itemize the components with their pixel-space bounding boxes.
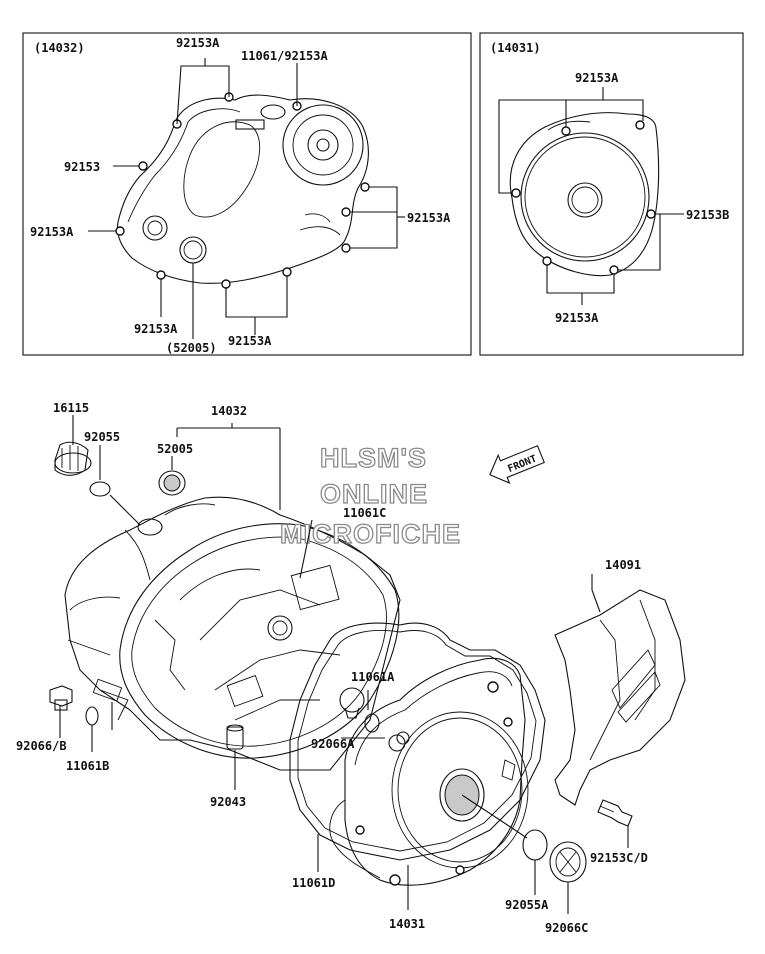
inset-14032-label-11061-92153a: 11061/92153A [241, 49, 328, 63]
drain-plug-92066b [49, 685, 73, 711]
label-92153cd: 92153C/D [590, 851, 648, 865]
watermark-line1: HLSM'S [320, 443, 427, 473]
clutch-cover-14031 [329, 657, 529, 886]
inset-14032-label-bottom-92153a: 92153A [134, 322, 178, 336]
inset-14032-label-right-92153a: 92153A [407, 211, 451, 225]
chain-cover-14091 [554, 589, 686, 806]
dowel-pin-92043 [226, 726, 244, 750]
front-arrow: FRONT [489, 445, 545, 485]
label-92066c: 92066C [545, 921, 588, 935]
label-92055: 92055 [84, 430, 120, 444]
label-11061d: 11061D [292, 876, 335, 890]
inset-14032-label-bottom-right-92153a: 92153A [228, 334, 272, 348]
inset-14031-leaders [498, 87, 684, 305]
watermark: HLSM'S ONLINE MICROFICHE [279, 442, 460, 549]
label-14031: 14031 [389, 917, 425, 931]
o-ring-11061b [85, 706, 99, 726]
label-52005: 52005 [157, 442, 193, 456]
inset-14031-label-top-92153a: 92153A [575, 71, 619, 85]
inset-14031-bolt-holes [511, 120, 656, 275]
inset-14032-leaders [88, 58, 405, 339]
inset-14032-bolt-holes [115, 92, 370, 289]
oil-filler-cap-16115 [54, 441, 92, 476]
inset-14032-title: (14032) [34, 41, 85, 55]
gasket-11061d [289, 622, 546, 861]
crankcase-body [64, 496, 401, 771]
label-11061c: 11061C [343, 506, 386, 520]
part-labels: 16115 92055 14032 52005 11061C 14091 110… [16, 401, 648, 935]
watermark-line2: ONLINE [320, 479, 428, 509]
inset-14031-frame [479, 32, 744, 356]
inset-14032-label-left-92153a: 92153A [30, 225, 74, 239]
cap-52005 [158, 470, 186, 496]
label-14091: 14091 [605, 558, 641, 572]
inset-14032-label-top-92153a: 92153A [176, 36, 220, 50]
label-92055a: 92055A [505, 898, 549, 912]
inset-14032-clutch-boss [282, 104, 364, 186]
inset-14031-title: (14031) [490, 41, 541, 55]
label-92043: 92043 [210, 795, 246, 809]
label-92066b: 92066/B [16, 739, 67, 753]
label-11061b: 11061B [66, 759, 109, 773]
label-11061a: 11061A [351, 670, 395, 684]
inset-14031-label-92153b: 92153B [686, 208, 729, 222]
plug-92066a [339, 687, 365, 719]
inset-14032-label-52005: (52005) [166, 341, 217, 355]
label-16115: 16115 [53, 401, 89, 415]
inset-14032-frame [22, 32, 472, 356]
label-14032: 14032 [211, 404, 247, 418]
label-92066a: 92066A [311, 737, 355, 751]
inset-14031-rotor-face [520, 132, 650, 262]
inset-14031-label-bottom-92153a: 92153A [555, 311, 599, 325]
inset-14032-label-92153: 92153 [64, 160, 100, 174]
inset-14032-cover-outline [116, 94, 369, 284]
inset-14031: (14031) 92153A 92153B 92153A [479, 32, 744, 356]
inset-14032: (14032) [22, 32, 472, 356]
o-ring-11061a [364, 713, 380, 733]
o-ring-92055a [522, 829, 548, 861]
main-leaders [59, 415, 629, 914]
plug-92066c [549, 841, 587, 883]
bolt-92153cd [597, 799, 633, 827]
o-ring-92055 [89, 481, 111, 497]
